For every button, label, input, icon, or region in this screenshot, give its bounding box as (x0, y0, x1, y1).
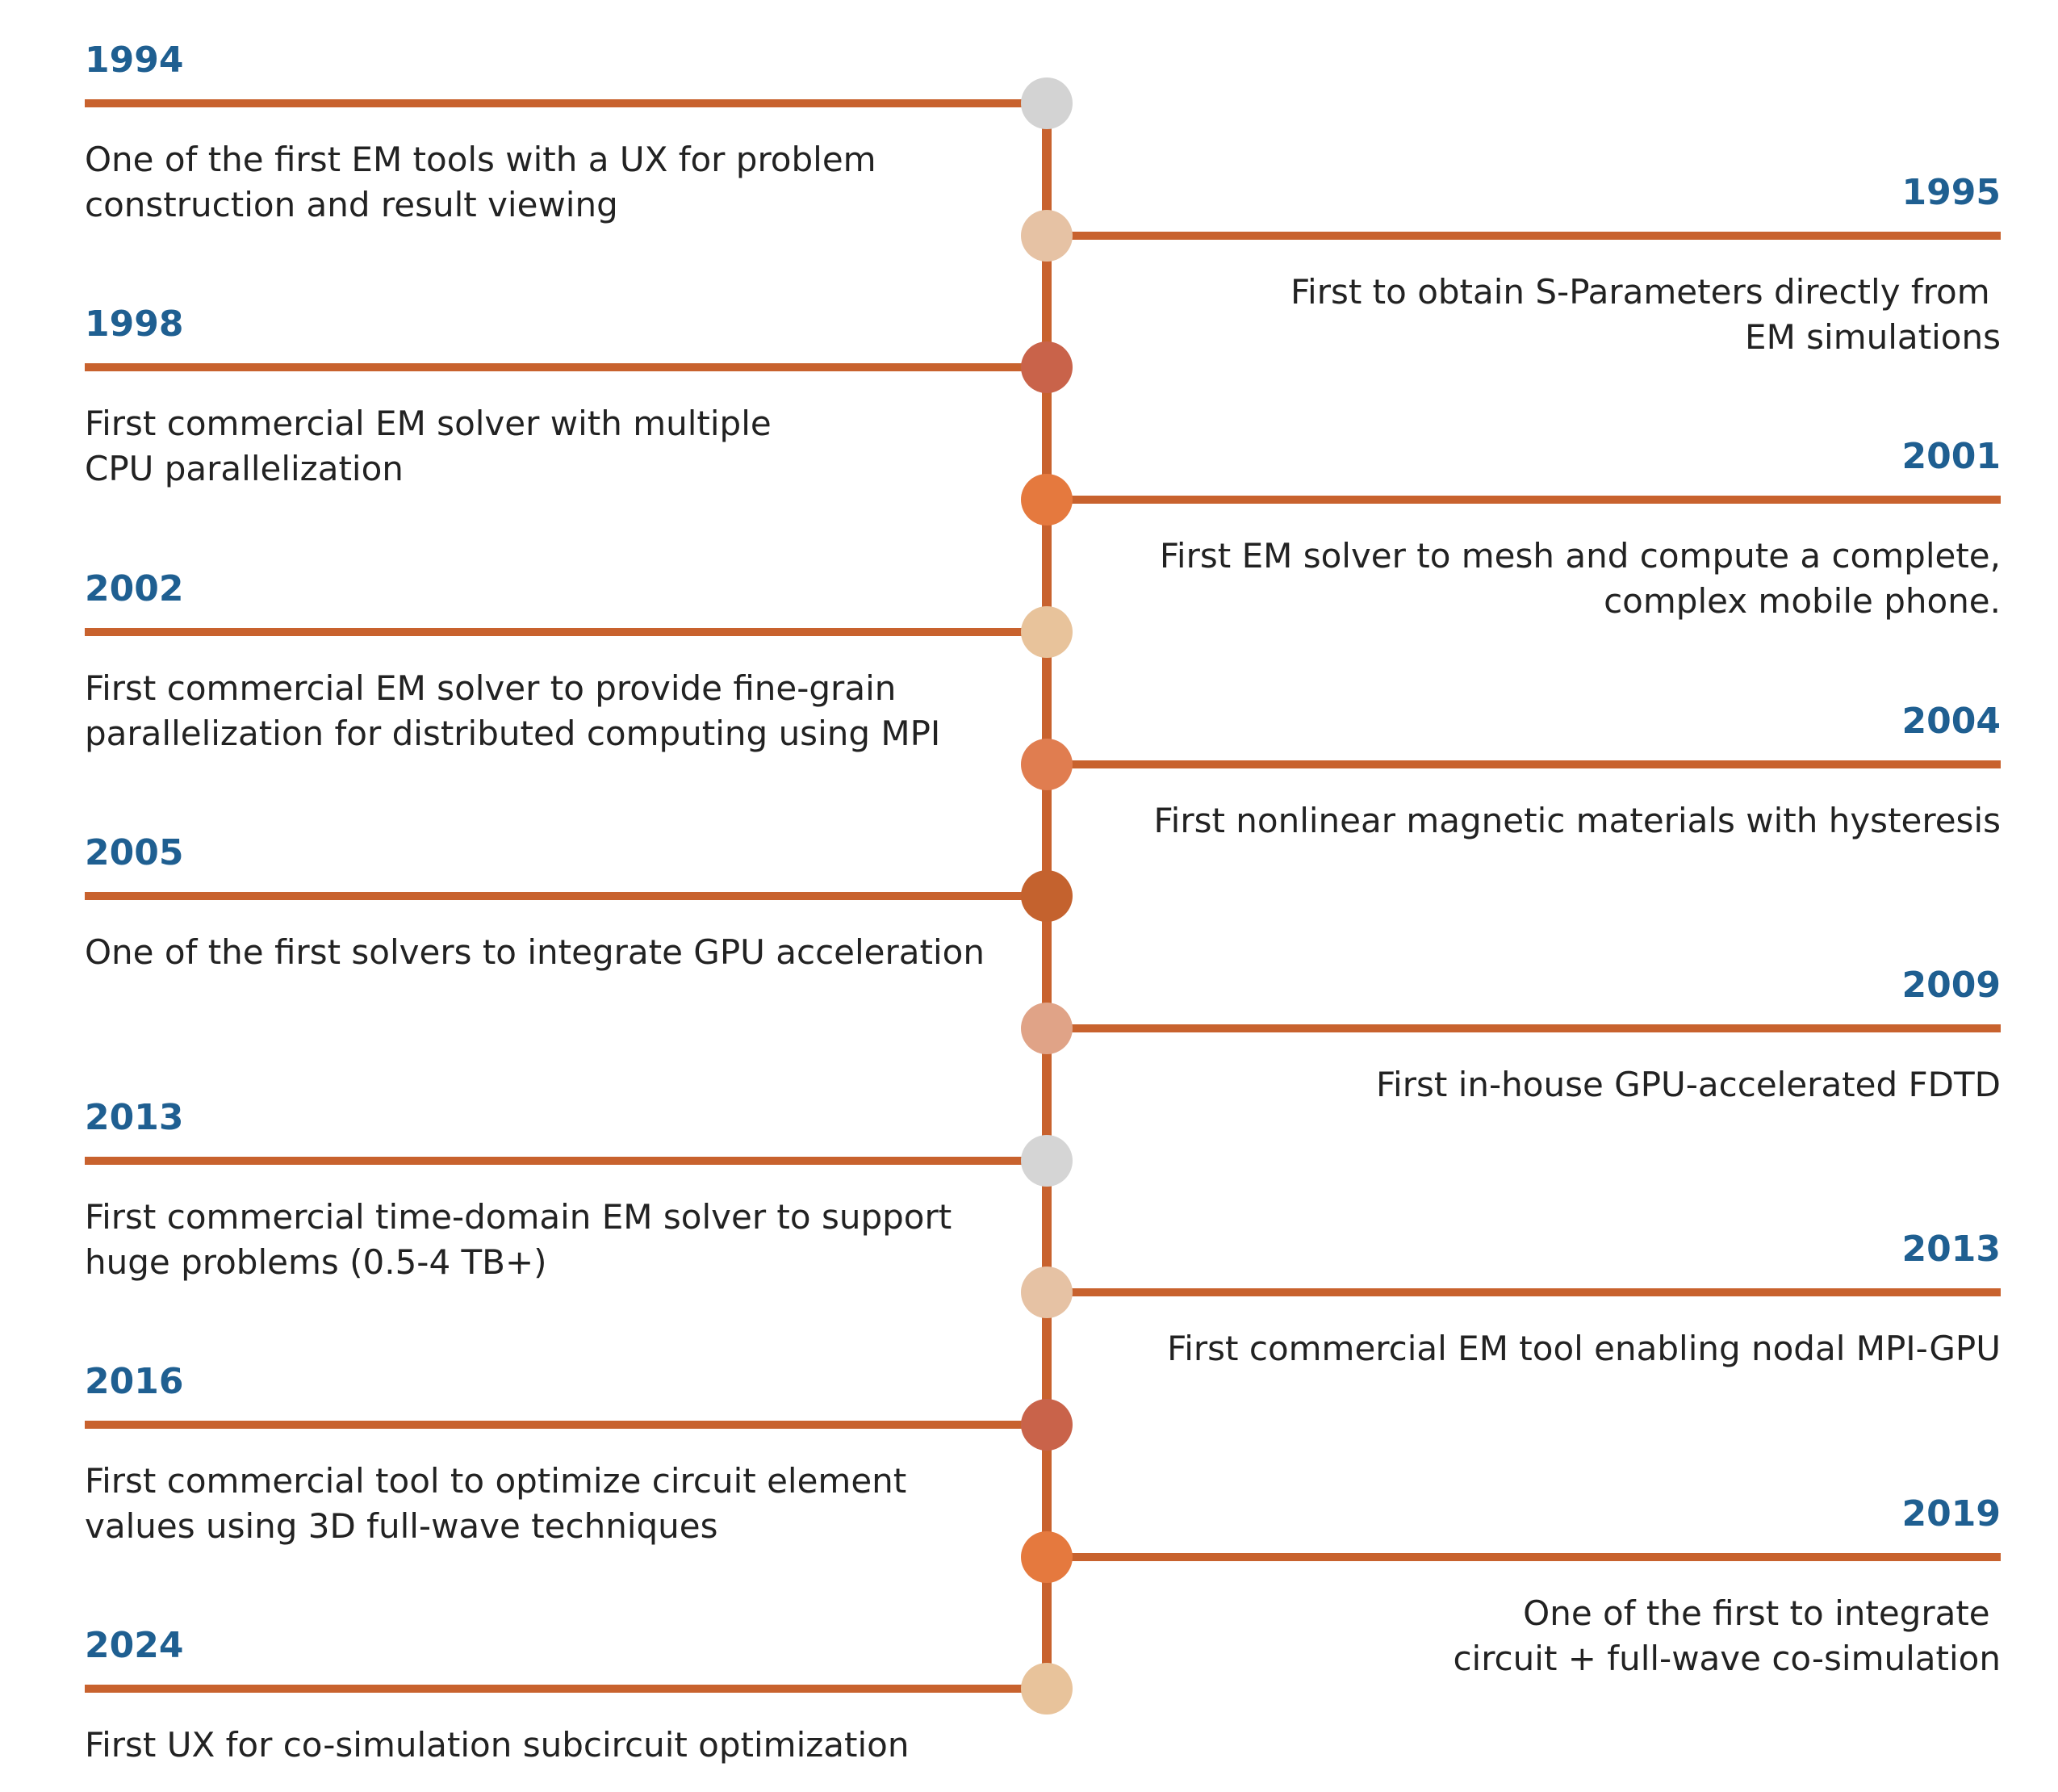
milestone-node (1021, 1530, 1073, 1583)
milestone-year: 2024 (85, 1625, 184, 1667)
milestone-year: 2013 (85, 1096, 184, 1138)
milestone-description: First to obtain S-Parameters directly fr… (1290, 271, 2001, 357)
milestone-node (1021, 605, 1073, 658)
milestone-year: 2019 (1901, 1493, 2001, 1535)
milestone-description: First in-house GPU-accelerated FDTD (1375, 1064, 2001, 1104)
milestone-description: First commercial EM tool enabling nodal … (1167, 1329, 2001, 1369)
milestone-connector-line (1047, 1288, 2001, 1297)
milestone-year: 1998 (85, 304, 184, 345)
milestone-year: 1995 (1901, 171, 2001, 213)
milestone-connector-line (85, 627, 1047, 636)
milestone-node (1021, 209, 1073, 262)
milestone-description: First commercial tool to optimize circui… (85, 1461, 907, 1546)
milestone-description: One of the first solvers to integrate GP… (85, 932, 985, 973)
milestone-connector-line (85, 1156, 1047, 1165)
milestone-node (1021, 77, 1073, 129)
milestone-node (1021, 738, 1073, 790)
milestone-year: 2001 (1901, 436, 2001, 478)
milestone-node (1021, 474, 1073, 526)
milestone-description: First nonlinear magnetic materials with … (1153, 800, 2001, 840)
milestone-node (1021, 341, 1073, 394)
milestone-connector-line (1047, 760, 2001, 768)
milestone-node (1021, 1663, 1073, 1715)
milestone-description: One of the first EM tools with a UX for … (85, 140, 876, 224)
milestone-year: 2016 (85, 1361, 184, 1402)
milestone-connector-line (1047, 231, 2001, 240)
milestone-node (1021, 1002, 1073, 1054)
milestone-description: First commercial EM solver with multiple… (85, 404, 772, 489)
milestone-connector-line (85, 892, 1047, 901)
milestone-description: First commercial EM solver to provide fi… (85, 668, 941, 753)
milestone-connector-line (85, 363, 1047, 372)
milestone-node (1021, 1267, 1073, 1319)
milestone-description: One of the first to integrate circuit + … (1453, 1593, 2001, 1678)
milestone-connector-line (85, 99, 1047, 107)
milestone-node (1021, 1134, 1073, 1187)
milestone-connector-line (85, 1685, 1047, 1694)
milestone-description: First UX for co-simulation subcircuit op… (85, 1725, 910, 1765)
milestone-node (1021, 1399, 1073, 1451)
milestone-year: 2004 (1901, 700, 2001, 742)
milestone-year: 2009 (1901, 964, 2001, 1006)
milestone-connector-line (1047, 1024, 2001, 1032)
milestone-connector-line (1047, 496, 2001, 505)
milestone-year: 2002 (85, 567, 184, 609)
milestone-connector-line (85, 1421, 1047, 1429)
milestone-year: 1994 (85, 40, 184, 81)
milestone-year: 2005 (85, 832, 184, 874)
milestone-node (1021, 870, 1073, 923)
milestone-year: 2013 (1901, 1229, 2001, 1271)
milestone-description: First commercial time-domain EM solver t… (85, 1196, 952, 1282)
milestone-connector-line (1047, 1552, 2001, 1561)
milestone-description: First EM solver to mesh and compute a co… (1159, 536, 2001, 622)
